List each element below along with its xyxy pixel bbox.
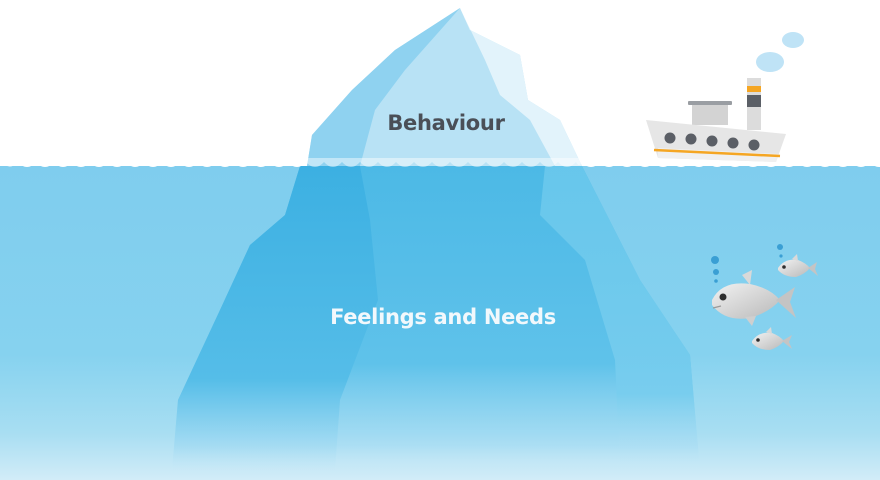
waterline-waves [0,150,880,167]
fish-icon [712,270,796,326]
fish-icon [752,327,792,350]
steamship-icon [646,32,804,162]
smoke-puff-icon [782,32,804,48]
behaviour-label: Behaviour [387,111,505,135]
fish-icon [778,254,818,277]
bubbles-icon [711,244,783,283]
iceberg-tip [307,8,582,166]
smoke-puff-icon [756,52,784,72]
iceberg-underwater [172,166,700,470]
feelings-and-needs-label: Feelings and Needs [330,305,556,329]
